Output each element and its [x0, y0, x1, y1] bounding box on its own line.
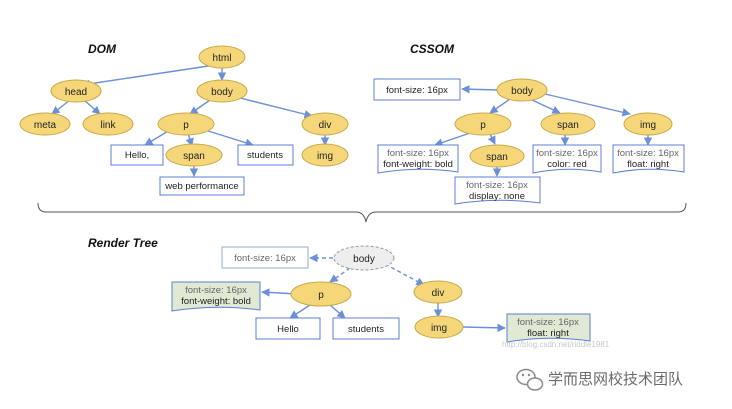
- dom-node-html: html: [198, 45, 246, 69]
- svg-text:head: head: [65, 87, 87, 98]
- render-tree-title: Render Tree: [88, 236, 158, 250]
- dom-node-div: div: [301, 112, 349, 136]
- svg-text:color: red: color: red: [547, 159, 587, 170]
- svg-text:body: body: [211, 87, 233, 98]
- svg-text:web performance: web performance: [164, 181, 238, 192]
- svg-text:float: right: float: right: [527, 328, 569, 339]
- cssom-node-span: span: [540, 112, 596, 136]
- svg-text:font-size: 16px: font-size: 16px: [386, 85, 448, 96]
- cssom-node-p-span: span: [469, 144, 525, 168]
- svg-text:span: span: [486, 152, 508, 163]
- dom-node-p: p: [157, 112, 215, 136]
- svg-text:body: body: [511, 86, 533, 97]
- cssom-node-p: p: [454, 112, 512, 136]
- wechat-icon: [516, 368, 544, 391]
- render-style-body: font-size: 16px: [221, 246, 309, 269]
- svg-text:font-weight: bold: font-weight: bold: [181, 296, 251, 307]
- svg-text:Hello,: Hello,: [125, 150, 149, 161]
- svg-text:font-size: 16px: font-size: 16px: [185, 285, 247, 296]
- cssom-node-img: img: [623, 112, 673, 136]
- svg-text:font-size: 16px: font-size: 16px: [466, 180, 528, 191]
- svg-text:img: img: [640, 120, 656, 131]
- svg-text:p: p: [480, 120, 486, 131]
- svg-text:span: span: [183, 151, 205, 162]
- svg-text:span: span: [557, 120, 579, 131]
- cssom-edges: [434, 85, 653, 177]
- svg-text:float: right: float: right: [627, 159, 669, 170]
- svg-text:div: div: [432, 288, 445, 299]
- svg-text:students: students: [247, 150, 283, 161]
- footer: 学而思网校技术团队: [516, 368, 683, 391]
- svg-text:img: img: [431, 323, 447, 334]
- dom-node-body: body: [196, 79, 248, 103]
- dom-text-nodes: Hello, students web performance: [110, 144, 294, 196]
- render-tree-nodes: body p div img: [290, 245, 464, 339]
- render-node-img: img: [414, 315, 464, 339]
- svg-text:font-weight: bold: font-weight: bold: [383, 159, 453, 170]
- svg-text:students: students: [348, 324, 384, 335]
- dom-node-link: link: [82, 112, 134, 136]
- svg-text:font-size: 16px: font-size: 16px: [517, 317, 579, 328]
- svg-text:p: p: [318, 290, 324, 301]
- merge-bracket: [37, 202, 687, 223]
- cssom-style-boxes: font-size: 16px font-size: 16pxfont-weig…: [373, 78, 685, 205]
- svg-text:body: body: [353, 254, 375, 265]
- svg-text:p: p: [183, 120, 189, 131]
- dom-text-students: students: [237, 144, 294, 166]
- cssom-node-body: body: [496, 78, 548, 102]
- svg-text:html: html: [213, 53, 232, 64]
- svg-text:meta: meta: [34, 120, 57, 131]
- render-node-div: div: [413, 280, 463, 304]
- svg-text:font-size: 16px: font-size: 16px: [387, 148, 449, 159]
- svg-text:Hello: Hello: [277, 324, 299, 335]
- dom-node-meta: meta: [19, 112, 71, 136]
- render-tree-boxes: font-size: 16px font-size: 16pxfont-weig…: [171, 246, 591, 343]
- svg-text:font-size: 16px: font-size: 16px: [617, 148, 679, 159]
- svg-text:font-size: 16px: font-size: 16px: [536, 148, 598, 159]
- svg-text:font-size: 16px: font-size: 16px: [234, 253, 296, 264]
- watermark: http://blog.csdn.net/riddle1981: [502, 340, 610, 349]
- footer-text: 学而思网校技术团队: [548, 371, 683, 388]
- svg-text:div: div: [319, 120, 332, 131]
- dom-text-web-performance: web performance: [159, 176, 245, 196]
- cssom-title: CSSOM: [410, 42, 455, 56]
- svg-text:display: none: display: none: [469, 191, 525, 202]
- cssom-style-body: font-size: 16px: [373, 78, 461, 101]
- dom-nodes: html head body meta link p div span img: [19, 45, 349, 167]
- render-text-students: students: [332, 317, 400, 340]
- render-node-p: p: [290, 281, 352, 307]
- dom-node-img: img: [301, 143, 349, 167]
- dom-node-span: span: [165, 143, 223, 167]
- svg-text:img: img: [317, 151, 333, 162]
- cssom-nodes: body p span img span: [454, 78, 673, 168]
- render-node-body: body: [333, 245, 395, 271]
- dom-text-hello: Hello,: [110, 144, 164, 166]
- svg-text:link: link: [100, 120, 116, 131]
- render-text-hello: Hello: [255, 317, 321, 340]
- dom-node-head: head: [50, 79, 102, 103]
- dom-title: DOM: [88, 42, 117, 56]
